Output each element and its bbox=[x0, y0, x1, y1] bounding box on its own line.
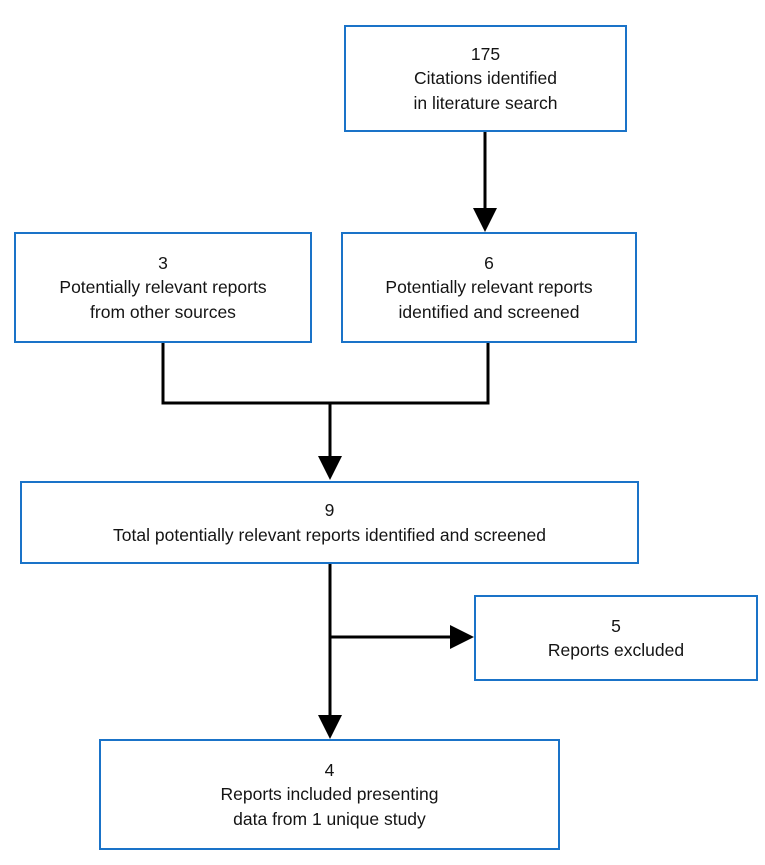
node-reports-from-other-sources: 3 Potentially relevant reports from othe… bbox=[14, 232, 312, 343]
node-excluded-count: 5 bbox=[611, 615, 621, 636]
node-excluded-label: Reports excluded bbox=[547, 640, 685, 660]
edge-total-to-excluded bbox=[330, 625, 474, 649]
edge-citations-to-screened bbox=[473, 132, 497, 232]
node-screened-label: Potentially relevant reports identified … bbox=[385, 277, 593, 322]
node-screened-count: 6 bbox=[484, 253, 494, 274]
node-total-label: Total potentially relevant reports ident… bbox=[113, 524, 546, 545]
node-other-sources-count: 3 bbox=[158, 253, 168, 274]
node-reports-excluded: 5 Reports excluded bbox=[474, 595, 758, 681]
node-total-reports-screened: 9 Total potentially relevant reports ide… bbox=[20, 481, 639, 564]
node-reports-included: 4 Reports included presenting data from … bbox=[99, 739, 560, 850]
node-total-count: 9 bbox=[324, 500, 335, 521]
node-included-label: Reports included presenting data from 1 … bbox=[220, 784, 439, 829]
node-citations-count: 175 bbox=[470, 44, 501, 65]
node-included-count: 4 bbox=[324, 760, 335, 781]
node-citations-label: Citations identified in literature searc… bbox=[413, 68, 558, 113]
node-other-sources-label: Potentially relevant reports from other … bbox=[59, 277, 267, 322]
edge-total-to-included bbox=[318, 564, 342, 739]
node-reports-identified-and-screened: 6 Potentially relevant reports identifie… bbox=[341, 232, 637, 343]
edge-merge-to-total bbox=[161, 343, 490, 480]
node-citations-identified: 175 Citations identified in literature s… bbox=[344, 25, 627, 132]
